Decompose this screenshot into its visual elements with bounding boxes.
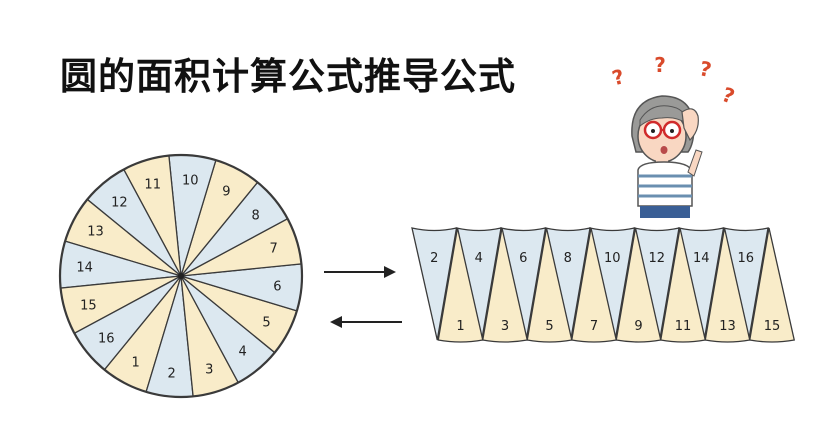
strip-label-bottom: 13	[719, 319, 736, 334]
sector-label: 10	[182, 174, 199, 189]
circle-outline	[58, 153, 304, 399]
strip-sector-top	[722, 227, 769, 341]
sector-label: 6	[273, 279, 281, 294]
strip-label-bottom: 9	[634, 319, 642, 334]
strip-label-top: 8	[564, 251, 572, 266]
sector-label: 15	[80, 298, 97, 313]
right-arrow	[324, 266, 396, 278]
strip-label-bottom: 11	[675, 319, 692, 334]
strip-label-top: 16	[737, 251, 754, 266]
strip-label-top: 10	[604, 251, 621, 266]
circle-center	[178, 273, 184, 279]
strip-label-top: 12	[648, 251, 665, 266]
sector-label: 7	[269, 242, 277, 257]
strip-sector-bottom	[749, 227, 796, 343]
sector-label: 12	[111, 195, 128, 210]
question-mark: ?	[654, 53, 666, 77]
sector-label: 14	[76, 261, 93, 276]
strip-label-bottom: 7	[590, 319, 598, 334]
sector-label: 13	[87, 225, 104, 240]
sector-label: 2	[168, 366, 176, 381]
question-mark: ?	[697, 56, 713, 82]
sector-label: 4	[238, 345, 246, 360]
sector-label: 11	[144, 177, 161, 192]
strip-label-bottom: 1	[456, 319, 464, 334]
strip-label-top: 6	[519, 251, 527, 266]
strip-label-bottom: 15	[764, 319, 781, 334]
sector-label: 9	[222, 185, 230, 200]
sector-label: 16	[98, 332, 115, 347]
strip-label-bottom: 3	[501, 319, 509, 334]
sector-label: 3	[205, 363, 213, 378]
strip-label-top: 4	[475, 251, 483, 266]
sector-label: 8	[252, 208, 260, 223]
left-arrow	[330, 316, 402, 328]
question-mark: ?	[719, 82, 738, 109]
sector-label: 5	[262, 315, 270, 330]
question-mark: ?	[609, 64, 626, 90]
confused-person-illustration: ????	[609, 53, 738, 218]
page-title: 圆的面积计算公式推导公式	[60, 55, 516, 98]
strip-label-top: 14	[693, 251, 710, 266]
sector-label: 1	[131, 356, 139, 371]
strip-label-top: 2	[430, 251, 438, 266]
strip-label-bottom: 5	[545, 319, 553, 334]
